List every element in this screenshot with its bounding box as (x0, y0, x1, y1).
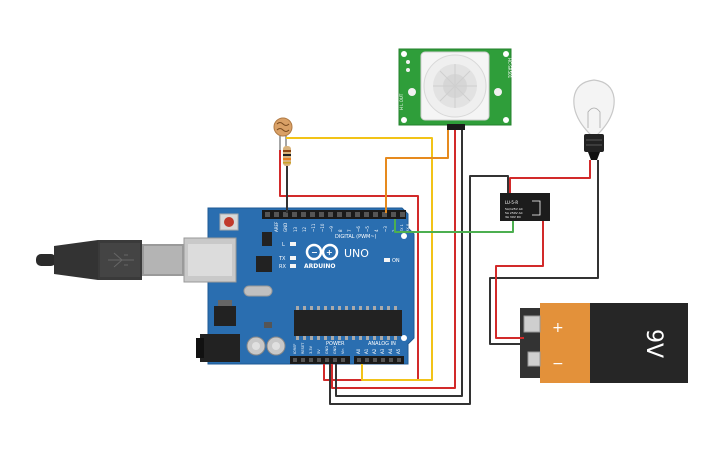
battery-voltage-label: 9V (641, 329, 666, 358)
wire-orange (385, 130, 449, 213)
battery-9v: + − 9V (520, 303, 688, 383)
pin-label: RESET (301, 342, 305, 354)
battery-terminal-minus (527, 351, 541, 367)
pir-left-label: H L OUT (399, 93, 404, 110)
wire-black (329, 175, 509, 405)
svg-text:−: − (311, 248, 318, 257)
tx-led-label: TX (278, 256, 286, 262)
resistor (283, 146, 291, 166)
uno-model-label: UNO (344, 247, 369, 260)
battery-plus-label: + (552, 320, 564, 336)
svg-text:+: + (326, 248, 333, 257)
pin-label: 8 (338, 229, 343, 232)
wire-red (509, 160, 591, 193)
analog-pin-labels: A0 A1 A2 A3 A4 A5 (356, 348, 401, 354)
pin-label: A5 (396, 348, 401, 354)
digital-header (262, 210, 406, 219)
pin-label: GND (325, 346, 329, 354)
pin-label: Vin (341, 348, 345, 354)
relay: LU-5-R 5A/125V AC 5A 250V AC 3A 30V DC (500, 193, 550, 221)
analog-header (354, 356, 404, 364)
pin-label: 7 (347, 229, 352, 232)
relay-spec-1: 5A/125V AC (505, 207, 523, 211)
relay-name: LU-5-R (505, 200, 518, 205)
reset-button-cap (224, 217, 234, 227)
pin-label: ~5 (365, 226, 370, 232)
light-bulb-icon (573, 79, 615, 160)
rx-led-label: RX (279, 264, 286, 270)
wires (279, 130, 599, 405)
battery-minus-label: − (552, 356, 564, 372)
pin-label: A3 (380, 348, 385, 354)
pin-label: ~9 (329, 226, 334, 232)
photoresistor (273, 117, 293, 150)
pir-right-label: HC-SR501 (507, 58, 512, 79)
arduino-uno-board: AREF GND 13 12 ~11 ~10 ~9 8 7 ~6 ~5 4 ~3… (183, 207, 415, 365)
on-led-label: ON (392, 258, 400, 264)
wire-black (335, 130, 463, 397)
pir-sensor: H L OUT HC-SR501 (398, 48, 512, 130)
pin-label: 3.3V (309, 345, 313, 354)
l-led-label: L (282, 242, 285, 248)
wire-red (331, 130, 456, 389)
wire-green (394, 219, 514, 233)
wire-black (489, 160, 599, 345)
wire-red (495, 221, 544, 339)
pin-label: ~10 (320, 223, 325, 232)
aref-label: AREF (274, 221, 279, 232)
atmega-chip (294, 310, 402, 336)
power-section-label: POWER (326, 341, 345, 347)
digital-pin-labels: 13 12 ~11 ~10 ~9 8 7 ~6 ~5 4 ~3 2 TX 1 R… (293, 223, 410, 233)
pin-label: A0 (356, 348, 361, 354)
pin-label: 13 (293, 226, 298, 232)
digital-section-label: DIGITAL (PWM~) (335, 234, 377, 240)
pin-label: 4 (374, 229, 379, 232)
wire-yellow (286, 137, 433, 381)
pin-label: A1 (364, 348, 369, 354)
gnd-label: GND (283, 223, 288, 232)
pin-label: A2 (372, 348, 377, 354)
arduino-logo-text: ARDUINO (304, 263, 335, 270)
wire-red (279, 150, 419, 381)
relay-spec-2: 5A 250V AC (505, 211, 523, 215)
pin-label: 5V (317, 349, 321, 354)
pin-label: A4 (388, 348, 393, 354)
pin-label: RX 0 (406, 224, 410, 232)
pin-label: TX 1 (400, 224, 404, 233)
relay-spec-3: 3A 30V DC (505, 215, 521, 219)
power-jack (200, 334, 240, 362)
battery-terminal-plus (523, 315, 541, 333)
pin-label: IOREF (293, 344, 297, 354)
pin-label: ~11 (311, 223, 316, 232)
arduino-logo-icon (305, 243, 339, 261)
pin-label: GND (333, 346, 337, 354)
pin-label: 12 (302, 226, 307, 232)
pin-label: ~6 (356, 226, 361, 232)
pin-label: ~3 (383, 226, 388, 232)
power-pin-labels: IOREF RESET 3.3V 5V GND GND Vin (293, 342, 345, 354)
analog-section-label: ANALOG IN (368, 341, 396, 347)
